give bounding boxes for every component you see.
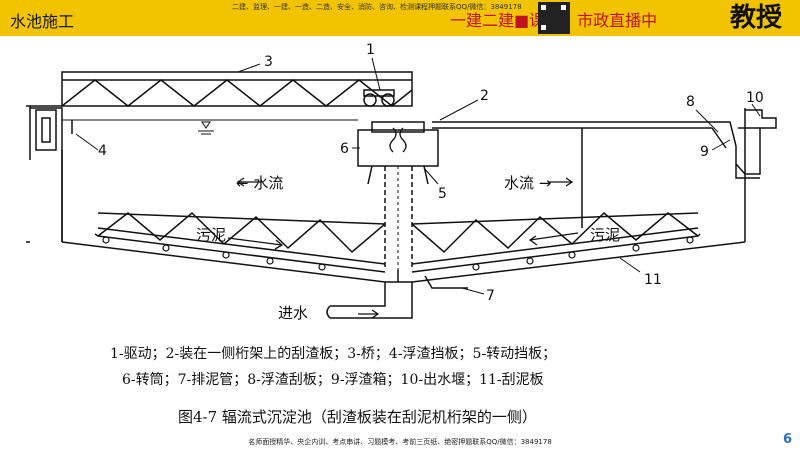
callout-1: 1 xyxy=(366,42,375,58)
callout-6: 6 xyxy=(340,141,349,157)
legend-line-2: 6-转筒；7-排泥管；8-浮渣刮板；9-浮渣箱；10-出水堰；11-刮泥板 xyxy=(122,372,544,388)
flow-label-right: 水流 → xyxy=(504,174,551,192)
page-number: 6 xyxy=(782,432,792,447)
callout-4: 4 xyxy=(98,143,107,159)
callout-numbers: 1 2 3 4 5 6 7 8 9 10 11 ← 水流 水流 → 污泥 污泥 … xyxy=(98,42,764,322)
flow-label-left: ← 水流 xyxy=(236,174,283,192)
outlet-weir xyxy=(711,109,777,179)
sludge-pipe xyxy=(424,275,468,289)
footer-text: 名师面授精华、央企内训、考点串讲、习题模考、考前三页纸、绝密押题联系QQ/微信：… xyxy=(248,438,552,446)
skimmer-truss xyxy=(432,121,712,228)
tank-walls xyxy=(26,105,746,243)
callout-7: 7 xyxy=(486,288,495,304)
scraper-truss xyxy=(94,211,701,273)
promo-text-small: 二建、监理、一建、一造、二造、安全、消防、咨询、检测课程押题联系QQ/微信：38… xyxy=(232,3,522,11)
figure-caption: 图4-7 辐流式沉淀池（刮渣板装在刮泥机桁架的一侧） xyxy=(178,408,537,426)
page-title: 水池施工 xyxy=(10,12,75,31)
callout-2: 2 xyxy=(480,88,489,104)
inlet-label: 进水 xyxy=(278,304,308,322)
legend-line-1: 1-驱动；2-装在一侧桁架上的刮渣板；3-桥；4-浮渣挡板；5-转动挡板； xyxy=(110,346,557,362)
drive-unit xyxy=(363,89,395,107)
header-bar: 水池施工 二建、监理、一建、一造、二造、安全、消防、咨询、检测课程押题联系QQ/… xyxy=(0,0,800,36)
callout-11: 11 xyxy=(644,272,662,288)
flow-arrows xyxy=(227,177,579,319)
callout-8: 8 xyxy=(686,94,695,110)
leader-lines xyxy=(75,57,761,295)
tank-bottom xyxy=(61,241,746,283)
inlet-pipe xyxy=(326,270,413,319)
water-level-symbol xyxy=(198,121,214,135)
qr-code-icon xyxy=(538,2,570,34)
sludge-label-left: 污泥 xyxy=(196,226,226,244)
callout-5: 5 xyxy=(438,186,447,202)
callout-10: 10 xyxy=(746,90,764,106)
sludge-label-right: 污泥 xyxy=(590,226,620,244)
callout-3: 3 xyxy=(264,54,273,70)
brand-logo: 教授 xyxy=(729,3,782,33)
callout-9: 9 xyxy=(700,144,709,160)
bridge-truss xyxy=(61,71,413,107)
center-drum xyxy=(357,121,439,270)
sedimentation-tank-diagram: 1 2 3 4 5 6 7 8 9 10 11 ← 水流 水流 → 污泥 污泥 … xyxy=(26,42,777,322)
